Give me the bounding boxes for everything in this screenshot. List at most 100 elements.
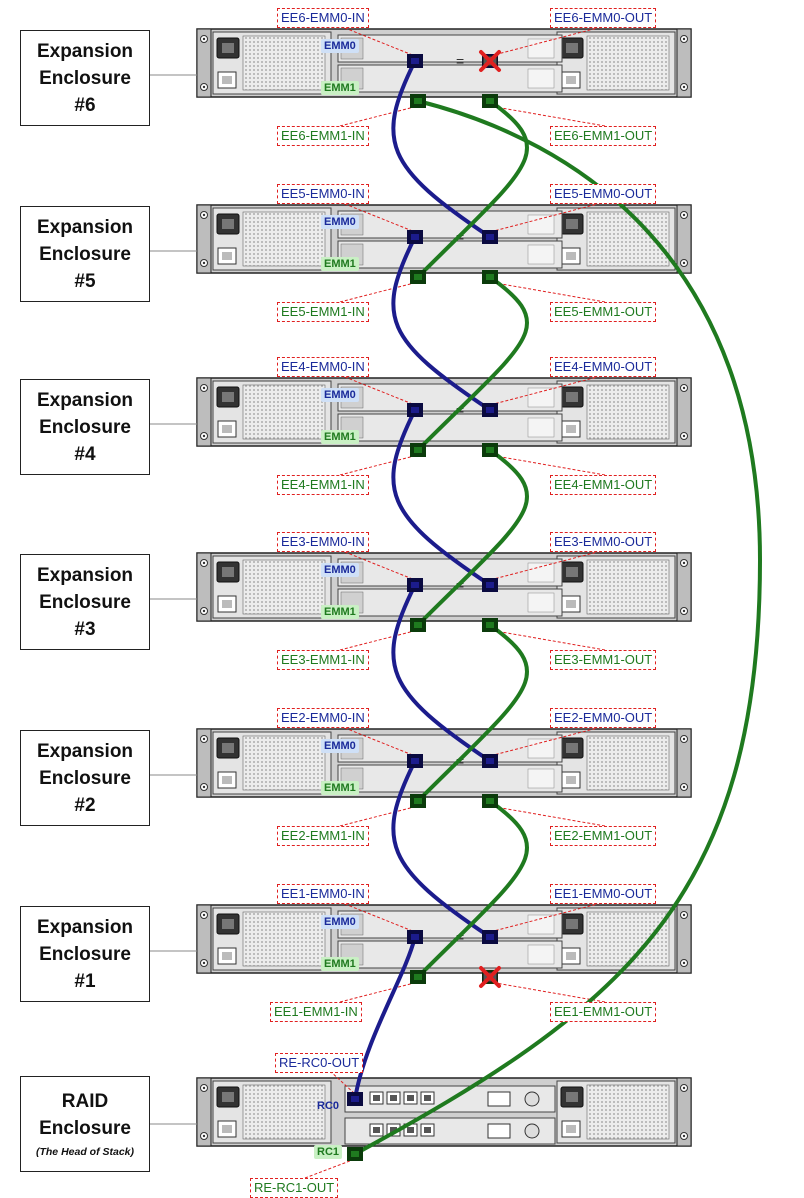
callout-leader (339, 105, 419, 127)
callout-leader (339, 805, 419, 827)
cable-connector (482, 578, 498, 592)
enclosure-number: #4 (74, 443, 96, 465)
callout-leader (339, 901, 416, 933)
cable-connector (482, 618, 498, 632)
cable-connector (482, 930, 498, 944)
emm0-label: EMM0 (321, 915, 359, 929)
emm0-label: EMM0 (321, 739, 359, 753)
rc1-label: RC1 (314, 1145, 343, 1159)
rack-ear-left (196, 1077, 212, 1147)
unused-port-x-icon (479, 50, 501, 72)
callout-leader (489, 805, 606, 827)
cable-connector (482, 443, 498, 457)
emm0-cable (353, 935, 417, 1101)
emm1-label: EMM1 (321, 605, 359, 619)
callout-leader (339, 981, 419, 1003)
rack-ear-left (196, 204, 212, 274)
emm1-label: EMM1 (321, 257, 359, 271)
cable-connector (407, 230, 423, 244)
enclosure-name-line2: Enclosure (39, 67, 131, 89)
emm0-in-callout: EE3-EMM0-IN (277, 532, 369, 552)
rack-ear-right (676, 552, 692, 622)
cable-connector (482, 794, 498, 808)
emm1-cable (416, 275, 530, 452)
emm0-in-callout: EE5-EMM0-IN (277, 184, 369, 204)
emm0-label: EMM0 (321, 563, 359, 577)
raid-subtitle: (The Head of Stack) (35, 1146, 135, 1158)
emm0-in-callout: EE1-EMM0-IN (277, 884, 369, 904)
emm1-out-callout: EE2-EMM1-OUT (550, 826, 657, 846)
emm1-out-callout: EE5-EMM1-OUT (550, 302, 657, 322)
enclosure-name-line1: Expansion (36, 916, 134, 938)
sas-port (487, 1091, 511, 1107)
callout-leader (339, 281, 419, 303)
expansion-enclosure-1: = (196, 904, 692, 983)
enclosure-name-line2: Enclosure (39, 767, 131, 789)
emm1-cable (416, 799, 530, 979)
enclosure-name-line1: Expansion (36, 564, 134, 586)
emm1-in-callout: EE4-EMM1-IN (277, 475, 369, 495)
callout-leader (339, 25, 416, 57)
emm0-label: EMM0 (321, 39, 359, 53)
emm0-in-callout: EE4-EMM0-IN (277, 357, 369, 377)
rc1-out-callout: RE-RC1-OUT (250, 1178, 339, 1198)
enclosure-name-line2: Enclosure (39, 943, 131, 965)
raid-name-line2: Enclosure (39, 1118, 131, 1139)
emm1-out-callout: EE6-EMM1-OUT (550, 126, 657, 146)
raid-enclosure (196, 1077, 692, 1160)
cable-connector (482, 270, 498, 284)
cable-connector (347, 1147, 363, 1161)
emm1-in-callout: EE6-EMM1-IN (277, 126, 369, 146)
callout-leader (489, 629, 606, 651)
emm1-cable (416, 623, 530, 803)
emm1-cable (416, 448, 530, 627)
expansion-enclosure-3: = (196, 552, 692, 631)
enclosure-number: #5 (74, 270, 96, 292)
emm0-in-callout: EE2-EMM0-IN (277, 708, 369, 728)
cable-connector (482, 94, 498, 108)
rack-ear-right (676, 28, 692, 98)
rack-ear-left (196, 904, 212, 974)
rack-ear-right (676, 377, 692, 447)
enclosure-name-line1: Expansion (36, 40, 134, 62)
callout-leader (329, 1070, 356, 1095)
emm0-cable (391, 59, 492, 239)
emm0-label: EMM0 (321, 215, 359, 229)
expansion-enclosure-6: = (196, 28, 692, 107)
emm0-cable (391, 759, 492, 939)
cable-connector (347, 1092, 363, 1106)
sas-port (487, 1123, 511, 1139)
cable-connector (410, 970, 426, 984)
emm0-in-callout: EE6-EMM0-IN (277, 8, 369, 28)
callout-leader (304, 1158, 356, 1179)
enclosure-number: #1 (74, 970, 96, 992)
cable-connector (410, 270, 426, 284)
emm0-cable (391, 235, 492, 412)
expansion-enclosure-5: = (196, 204, 692, 283)
enclosure-name-line2: Enclosure (39, 243, 131, 265)
cable-connector (482, 403, 498, 417)
callout-leader (339, 629, 419, 651)
callout-leader (339, 201, 416, 233)
callout-leader (339, 454, 419, 476)
enclosure-number: #3 (74, 618, 96, 640)
enclosure-name-line2: Enclosure (39, 591, 131, 613)
rack-ear-left (196, 552, 212, 622)
cable-connector (407, 54, 423, 68)
emm1-in-callout: EE3-EMM1-IN (277, 650, 369, 670)
rack-ear-left (196, 728, 212, 798)
cable-connector (482, 230, 498, 244)
cable-connector (407, 930, 423, 944)
cable-connector (407, 578, 423, 592)
enclosure-name-line1: Expansion (36, 216, 134, 238)
rc0-out-callout: RE-RC0-OUT (275, 1053, 364, 1073)
emm1-out-callout: EE1-EMM1-OUT (550, 1002, 657, 1022)
callout-leader (489, 454, 606, 476)
expansion-enclosure-2: = (196, 728, 692, 807)
emm0-out-callout: EE6-EMM0-OUT (550, 8, 657, 28)
